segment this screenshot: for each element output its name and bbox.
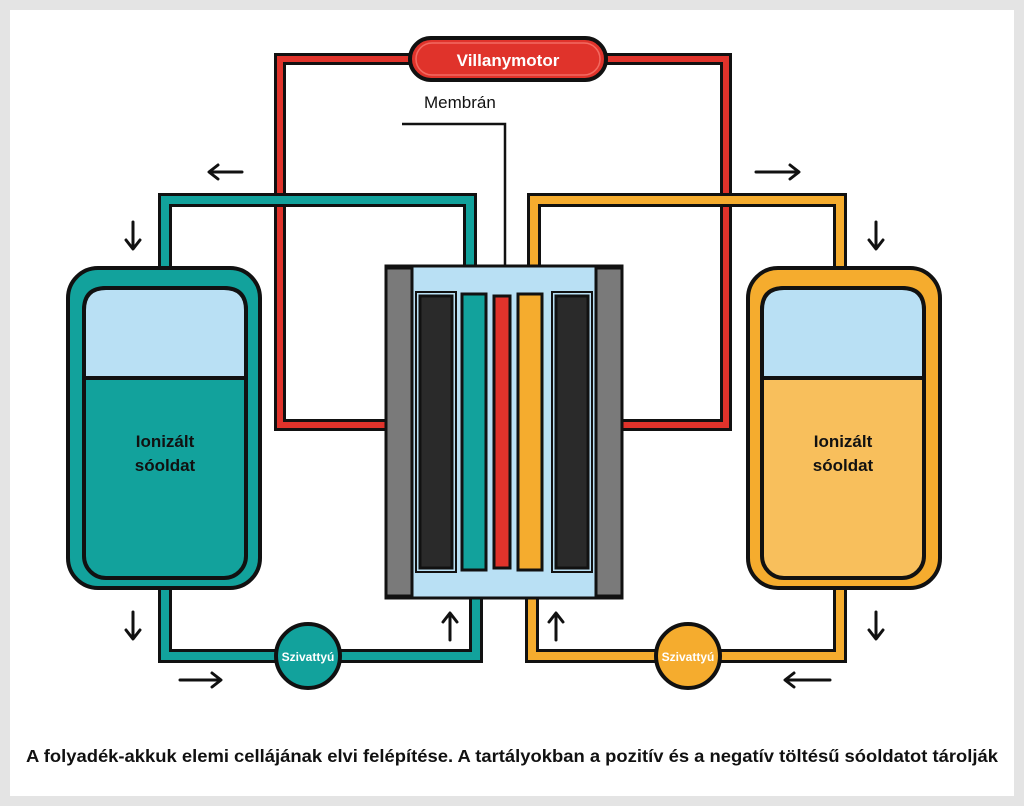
motor-label: Villanymotor [457,51,560,70]
membrane-pointer [402,122,507,278]
pump-right-label: Szivattyú [662,650,715,664]
arrow-right-bottom-icon [178,671,223,689]
arrow-up-right-cell-icon [547,611,565,642]
right-electrode-frame [551,291,593,573]
membrane-label: Membrán [424,93,496,112]
arrow-down-right-bottom-icon [867,610,885,641]
tank-right: Ionizált sóoldat [746,266,942,590]
teal-electrolyte-channel [460,292,488,572]
tank-left: Ionizált sóoldat [66,266,262,590]
left-electrode-frame [415,291,457,573]
tank-right-label-line2: sóoldat [813,456,874,475]
flow-arrows [124,163,885,689]
pump-right: Szivattyú [654,622,722,690]
cell-stack [384,264,624,600]
electric-motor: Villanymotor [408,36,608,82]
tank-left-label-line1: Ionizált [136,432,195,451]
tank-left-label-line2: sóoldat [135,456,196,475]
motor-circuit-wire [274,53,732,431]
right-end-plate [594,266,624,598]
membrane [492,294,512,570]
right-electrode [554,294,590,570]
orange-electrolyte-channel [516,292,544,572]
pump-left-label: Szivattyú [282,650,335,664]
arrow-down-left-top-icon [124,220,142,251]
arrow-down-right-top-icon [867,220,885,251]
arrow-down-left-bottom-icon [124,610,142,641]
tank-right-label-line1: Ionizált [814,432,873,451]
arrow-right-top-icon [754,163,801,181]
arrow-left-bottom-icon [783,671,832,689]
pump-left: Szivattyú [274,622,342,690]
arrow-left-top-icon [207,163,244,181]
left-electrode [418,294,454,570]
arrow-up-left-cell-icon [441,611,459,642]
left-end-plate [384,266,414,598]
caption: A folyadék-akkuk elemi cellájának elvi f… [26,746,998,766]
